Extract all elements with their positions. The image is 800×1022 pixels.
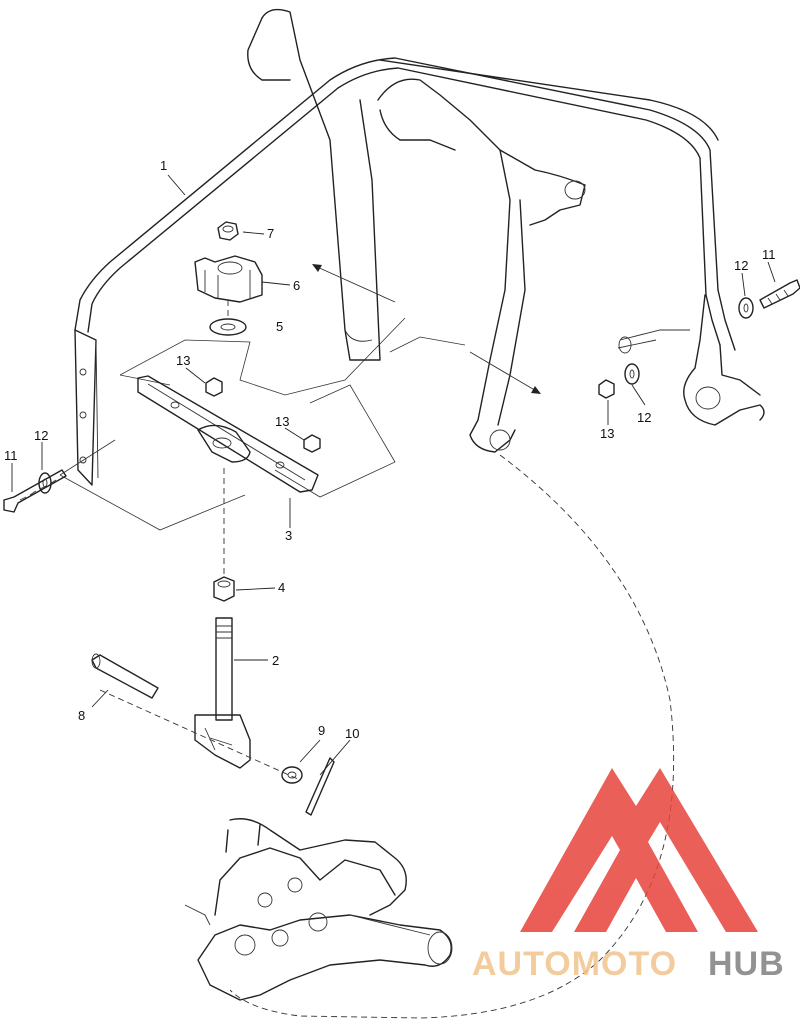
part-4-nut bbox=[213, 576, 235, 602]
part-9-washer bbox=[281, 766, 303, 784]
callout-9: 9 bbox=[318, 723, 325, 738]
callout-1: 1 bbox=[160, 158, 167, 173]
direction-arrows bbox=[312, 264, 541, 394]
handlebar-frame bbox=[74, 57, 736, 351]
alignment-planes bbox=[59, 317, 466, 531]
callout-8: 8 bbox=[78, 708, 85, 723]
callout-leaders bbox=[11, 174, 776, 776]
right-pivot-arm bbox=[617, 294, 765, 426]
callout-2: 2 bbox=[272, 653, 279, 668]
callout-labels: 1 7 6 5 13 13 3 11 12 4 2 8 9 10 12 11 1… bbox=[4, 158, 776, 741]
watermark-text-hub: HUB bbox=[708, 945, 785, 983]
callout-6: 6 bbox=[293, 278, 300, 293]
part-3-mounting-plate bbox=[137, 375, 319, 493]
part-2-tie-rod bbox=[194, 617, 251, 769]
part-7-nut bbox=[217, 221, 239, 241]
callout-12-right-bottom: 12 bbox=[637, 410, 651, 425]
part-5-washer bbox=[209, 318, 247, 336]
part-6-clamp bbox=[194, 255, 263, 303]
lower-steering-arm bbox=[184, 818, 453, 1001]
callout-13-mid: 13 bbox=[275, 414, 289, 429]
callout-11-right: 11 bbox=[762, 247, 776, 262]
callout-4: 4 bbox=[278, 580, 285, 595]
triangle-logo-icon bbox=[520, 768, 758, 932]
callout-3: 3 bbox=[285, 528, 292, 543]
callout-10: 10 bbox=[345, 726, 359, 741]
right-bolt-and-washers bbox=[624, 279, 800, 385]
automotohub-logo: AUTOMOTO HUB bbox=[472, 768, 785, 983]
part-13-nuts bbox=[205, 377, 615, 453]
callout-13-right: 13 bbox=[600, 426, 614, 441]
callout-11-left: 11 bbox=[4, 448, 18, 463]
part-10-cotter-pin bbox=[305, 757, 335, 816]
part-8-pin bbox=[91, 653, 159, 699]
callout-5: 5 bbox=[276, 319, 283, 334]
callout-12-right-top: 12 bbox=[734, 258, 748, 273]
left-bolt-and-washer bbox=[3, 469, 67, 513]
callout-12-left: 12 bbox=[34, 428, 48, 443]
left-mount-bracket bbox=[74, 329, 99, 486]
assembly-center-lines bbox=[99, 300, 675, 1019]
steering-column bbox=[247, 8, 586, 453]
callout-7: 7 bbox=[267, 226, 274, 241]
watermark-text-automoto: AUTOMOTO bbox=[472, 945, 677, 983]
callout-13-upper: 13 bbox=[176, 353, 190, 368]
